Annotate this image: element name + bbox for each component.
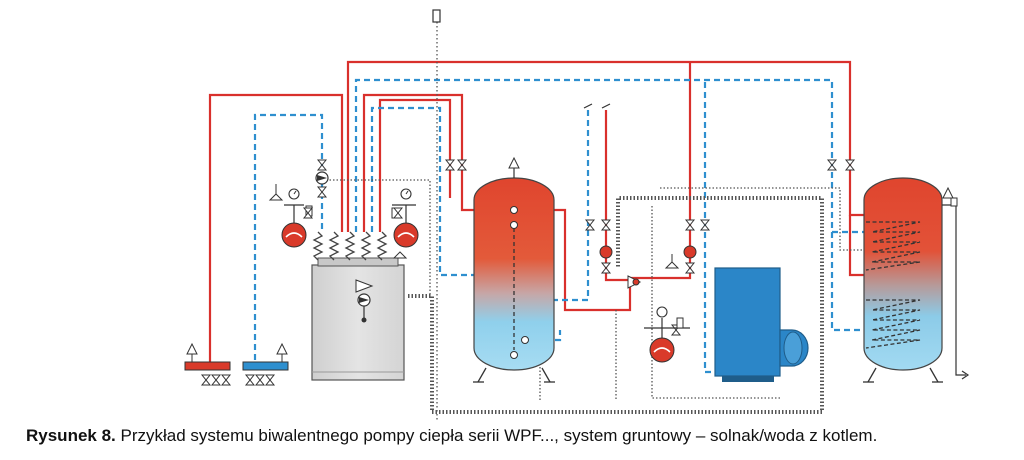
buffer-tank bbox=[473, 156, 555, 383]
circulation-pump-icon bbox=[599, 245, 613, 259]
pressure-gauge-icon bbox=[656, 306, 668, 318]
valve-icon bbox=[316, 186, 328, 198]
air-vent-icon bbox=[186, 342, 198, 355]
hot-boiler-pipe bbox=[514, 62, 692, 312]
gas-boiler bbox=[714, 267, 809, 382]
circulation-pump-icon bbox=[281, 222, 307, 248]
circulation-pump-icon bbox=[683, 245, 697, 259]
brine-pump-group bbox=[268, 184, 313, 248]
return-manifold bbox=[242, 342, 289, 371]
valve-icon bbox=[844, 159, 856, 171]
return-pump bbox=[315, 171, 329, 185]
valve-icon bbox=[684, 219, 696, 231]
valve-icon bbox=[302, 207, 314, 219]
valve-icon bbox=[200, 374, 212, 386]
valve-icon bbox=[220, 374, 232, 386]
air-vent-icon bbox=[942, 186, 954, 199]
lower-coil bbox=[865, 299, 921, 349]
valve-icon bbox=[699, 219, 711, 231]
boiler-pump-group bbox=[599, 245, 697, 289]
valve-icon bbox=[244, 374, 256, 386]
pipe-ends bbox=[583, 103, 611, 109]
control-wiring bbox=[326, 22, 866, 420]
control-line-dhw bbox=[651, 206, 780, 399]
figure-caption: Rysunek 8. Przykład systemu biwalentnego… bbox=[26, 426, 1006, 446]
valve-icon bbox=[316, 159, 328, 171]
outdoor-sensor-icon bbox=[432, 9, 441, 23]
circulation-pump-icon bbox=[649, 337, 675, 363]
dhw-tank bbox=[863, 177, 970, 383]
valve-icon bbox=[456, 159, 468, 171]
hot-supply-pipe bbox=[208, 93, 344, 370]
valve-icon bbox=[392, 207, 404, 219]
safety-valve-icon bbox=[268, 193, 284, 201]
figure-label: Rysunek 8. bbox=[26, 426, 116, 445]
dhw-pump-group bbox=[644, 306, 690, 363]
control-bus bbox=[408, 196, 824, 414]
figure-caption-text: Przykład systemu biwalentnego pompy ciep… bbox=[115, 426, 878, 445]
valve-icon bbox=[826, 159, 838, 171]
hot-dhw-pipe bbox=[378, 98, 452, 232]
air-vent-icon bbox=[508, 156, 520, 169]
mixing-valve-icon bbox=[355, 279, 374, 293]
control-line-boiler bbox=[660, 187, 866, 251]
flex-hoses bbox=[312, 231, 388, 261]
hot-boiler-feed bbox=[604, 110, 630, 282]
valve-icon bbox=[600, 219, 612, 231]
hot-coil-pipe bbox=[848, 215, 866, 277]
valve-set bbox=[200, 159, 856, 386]
safety-valve-icon bbox=[664, 261, 680, 269]
air-vent-icon bbox=[276, 342, 288, 355]
upper-coil bbox=[865, 221, 921, 271]
valve-icon bbox=[444, 159, 456, 171]
hydraulic-diagram bbox=[184, 9, 970, 420]
valve-icon bbox=[584, 219, 596, 231]
valve-icon bbox=[600, 262, 612, 274]
cold-coil-pipe bbox=[830, 232, 866, 332]
heat-pump-unit bbox=[311, 257, 405, 381]
hot-main-pipe bbox=[346, 60, 866, 232]
valve-icon bbox=[254, 374, 266, 386]
cold-buffer-pipe bbox=[370, 106, 480, 277]
valve-icon bbox=[210, 374, 222, 386]
heating-pump-group bbox=[391, 188, 419, 259]
valve-icon bbox=[684, 262, 696, 274]
valve-icon bbox=[264, 374, 276, 386]
supply-manifold bbox=[184, 342, 231, 371]
circulation-pump-icon bbox=[393, 222, 419, 248]
cold-main-pipe bbox=[354, 78, 866, 234]
safety-valve-icon bbox=[392, 251, 408, 259]
